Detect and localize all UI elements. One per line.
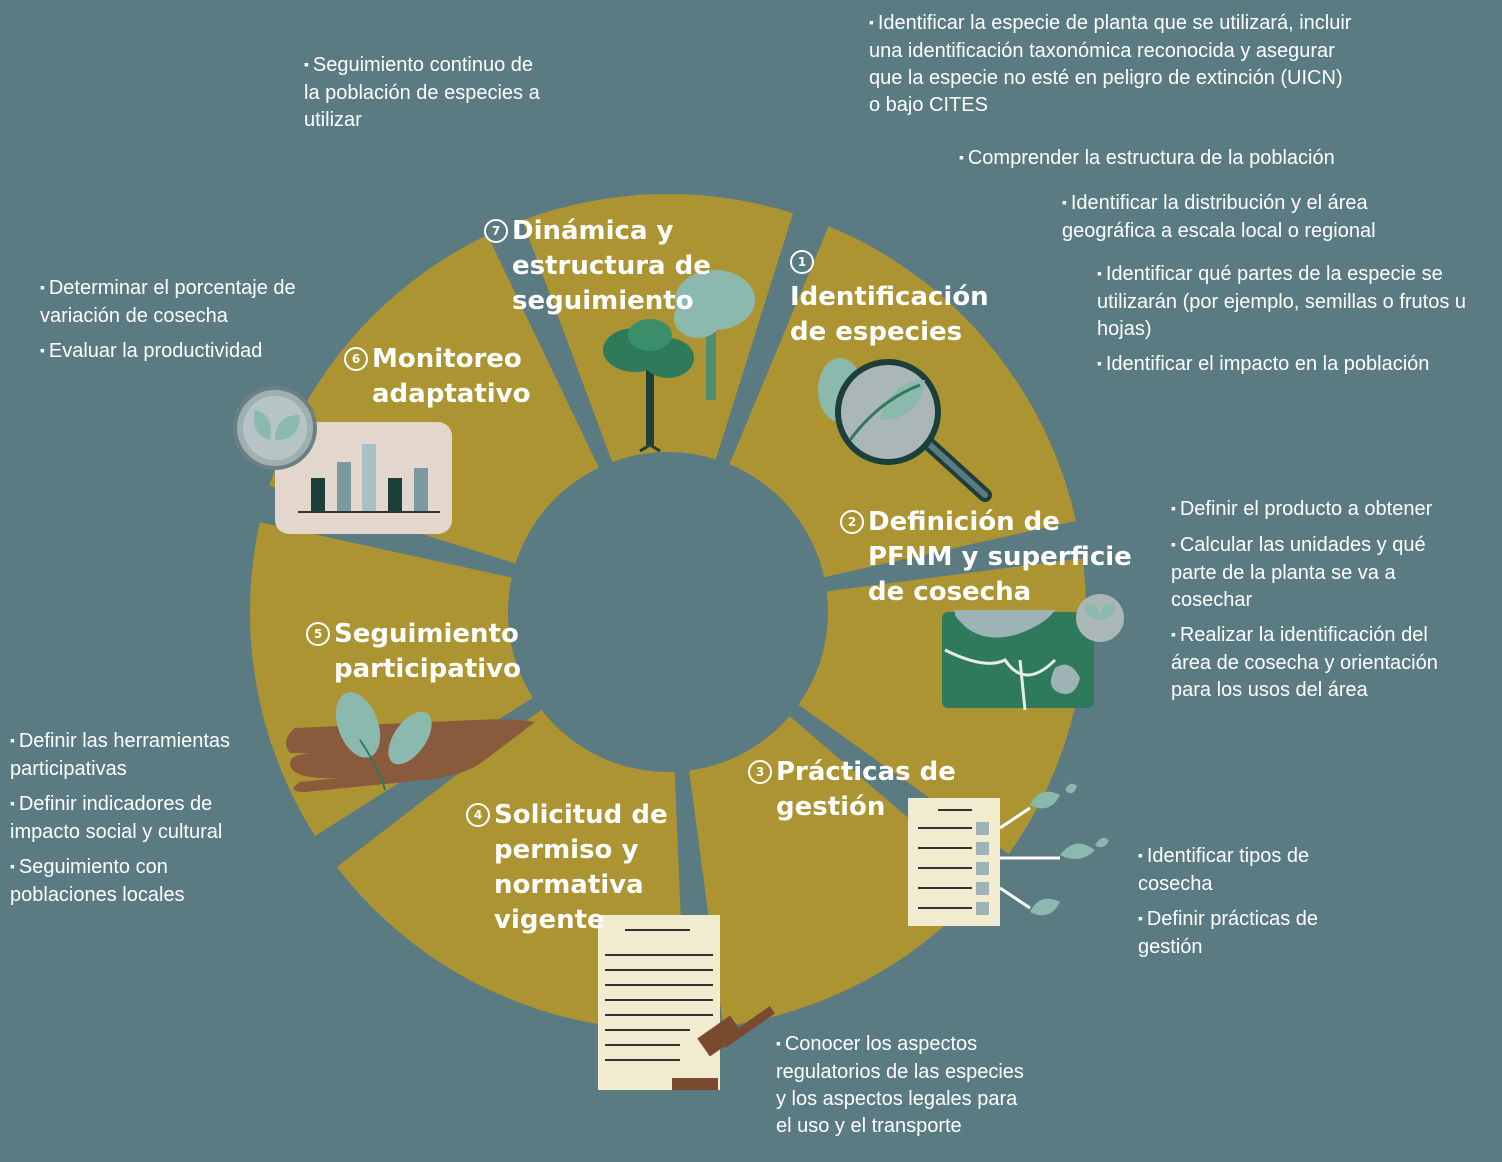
stage-label: permiso y [494,835,639,865]
stage-label: PFNM y superficie [868,542,1132,572]
note-item: Determinar el porcentaje de variación de… [40,275,320,330]
stage-label: Seguimiento [334,619,519,649]
note-item: Identificar qué partes de la especie se … [1097,261,1497,343]
stage-number: 2 [840,510,864,534]
stage-label: Solicitud de [494,800,668,830]
note-right-3: Identificar qué partes de la especie se … [1097,261,1497,387]
note-item: Identificar el impacto en la población [1097,351,1497,379]
stage-label: Prácticas de [776,757,956,787]
note-item: Identificar la especie de planta que se … [869,10,1359,119]
note-left-top: Determinar el porcentaje de variación de… [40,275,320,374]
note-item: Identificar la distribución y el área ge… [1062,190,1462,245]
note-item: Calcular las unidades y qué parte de la … [1171,532,1451,614]
stage-label: Definición de [868,507,1060,537]
note-item: Seguimiento con poblaciones locales [10,854,270,909]
stage-label: de cosecha [868,577,1032,607]
checklist-icon [908,783,1109,926]
note-item: Comprender la estructura de la población [959,145,1399,173]
note-item: Definir prácticas de gestión [1138,906,1368,961]
stage-label: de especies [790,317,963,347]
hand-leaves-icon [286,692,535,792]
document-gavel-icon [598,915,775,1090]
stage-number: 7 [484,219,508,243]
stage-number: 6 [344,347,368,371]
magnifier-icon [818,358,992,502]
note-right-mid: Definir el producto a obtener Calcular l… [1171,496,1451,712]
note-item: Seguimiento continuo de la población de … [304,52,544,134]
stage-number: 5 [306,622,330,646]
note-top-right: Identificar la especie de planta que se … [869,10,1359,127]
stage-label: seguimiento [512,286,694,316]
stage-label: Identificación [790,282,989,312]
stage-label: estructura de [512,251,711,281]
note-item: Evaluar la productividad [40,338,320,366]
bar-chart-icon [233,386,452,534]
note-left-low: Definir las herramientas participativas … [10,728,270,917]
note-right-2: Identificar la distribución y el área ge… [1062,190,1462,253]
map-icon [942,594,1124,711]
note-item: Identificar tipos de cosecha [1138,843,1368,898]
stage-number: 1 [790,250,814,274]
ring-segment-3 [689,716,986,1027]
tree-icon [603,270,755,453]
note-top-center: Seguimiento continuo de la población de … [304,52,544,142]
note-item: Definir indicadores de impacto social y … [10,791,270,846]
note-item: Definir las herramientas participativas [10,728,270,783]
note-right-1: Comprender la estructura de la población [959,145,1399,181]
note-bottom: Conocer los aspectos regulatorios de las… [776,1031,1026,1148]
stage-label: participativo [334,654,521,684]
stage-number: 4 [466,803,490,827]
note-item: Conocer los aspectos regulatorios de las… [776,1031,1026,1140]
stage-label: adaptativo [372,379,531,409]
stage-number: 3 [748,760,772,784]
stage-1: 1 Identificación de especies [790,250,989,350]
stage-label: gestión [776,792,886,822]
stage-label: vigente [494,905,605,935]
note-item: Realizar la identificación del área de c… [1171,622,1451,704]
note-item: Definir el producto a obtener [1171,496,1451,524]
stage-label: normativa [494,870,644,900]
stage-label: Monitoreo [372,344,522,374]
note-right-low: Identificar tipos de cosecha Definir prá… [1138,843,1368,969]
stage-label: Dinámica y [512,216,674,246]
center-hub [516,460,820,764]
